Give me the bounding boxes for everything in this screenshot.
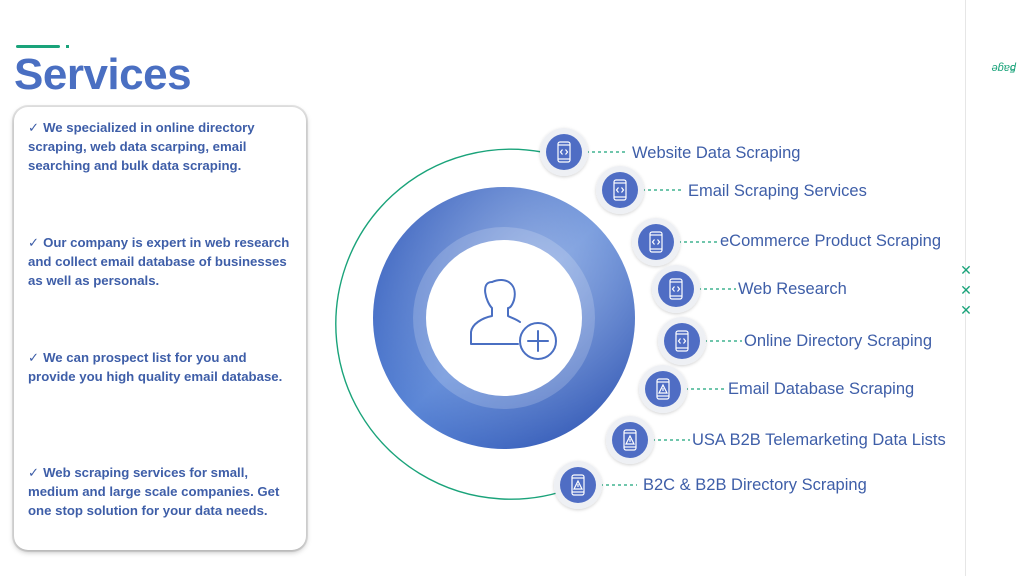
- check-icon: ✓: [28, 120, 40, 135]
- service-label: Web Research: [738, 280, 847, 298]
- service-nodes: [540, 128, 742, 509]
- cross-icon: ✕: [960, 262, 972, 278]
- center-disc: [426, 240, 582, 396]
- add-user-icon: [470, 279, 557, 360]
- mobile-code-icon: [675, 330, 689, 352]
- service-node: [606, 416, 690, 464]
- mobile-code-icon: [649, 231, 663, 253]
- service-node: [540, 128, 626, 176]
- node-core: [658, 271, 694, 307]
- node-core: [602, 172, 638, 208]
- service-label: Email Scraping Services: [688, 182, 867, 200]
- right-divider: [965, 0, 966, 576]
- mobile-warning-icon: [623, 429, 637, 451]
- card-paragraph: ✓We can prospect list for you and provid…: [28, 350, 283, 384]
- service-node: [639, 365, 726, 413]
- service-node: [658, 317, 742, 365]
- service-label: USA B2B Telemarketing Data Lists: [692, 431, 946, 449]
- page-title: Services: [14, 50, 192, 99]
- service-node: [554, 461, 637, 509]
- mobile-code-icon: [669, 278, 683, 300]
- node-core: [664, 323, 700, 359]
- cross-icon: ✕: [960, 282, 972, 298]
- services-description-card: [14, 107, 306, 550]
- title-accent-bar: [16, 45, 60, 48]
- side-marks: ✕ ✕ ✕: [958, 260, 974, 320]
- check-icon: ✓: [28, 465, 40, 480]
- title-accent-dot: [66, 45, 69, 48]
- node-core: [638, 224, 674, 260]
- check-icon: ✓: [28, 350, 40, 365]
- service-node: [596, 166, 682, 214]
- mobile-warning-icon: [571, 474, 585, 496]
- mobile-warning-icon: [656, 378, 670, 400]
- card-paragraph: ✓We specialized in online directory scra…: [28, 120, 255, 173]
- service-node: [652, 265, 736, 313]
- card-paragraph: ✓Our company is expert in web research a…: [28, 235, 290, 288]
- mobile-code-icon: [613, 179, 627, 201]
- check-icon: ✓: [28, 235, 40, 250]
- outer-arc: [335, 148, 576, 500]
- service-label: B2C & B2B Directory Scraping: [643, 476, 867, 494]
- node-core: [546, 134, 582, 170]
- mobile-code-icon: [557, 141, 571, 163]
- service-label: Email Database Scraping: [728, 380, 915, 398]
- service-node: [632, 218, 718, 266]
- card-paragraph: ✓Web scraping services for small, medium…: [28, 465, 280, 518]
- cross-icon: ✕: [960, 302, 972, 318]
- service-label: Website Data Scraping: [632, 144, 801, 162]
- service-label: Online Directory Scraping: [744, 332, 932, 350]
- service-label: eCommerce Product Scraping: [720, 232, 942, 250]
